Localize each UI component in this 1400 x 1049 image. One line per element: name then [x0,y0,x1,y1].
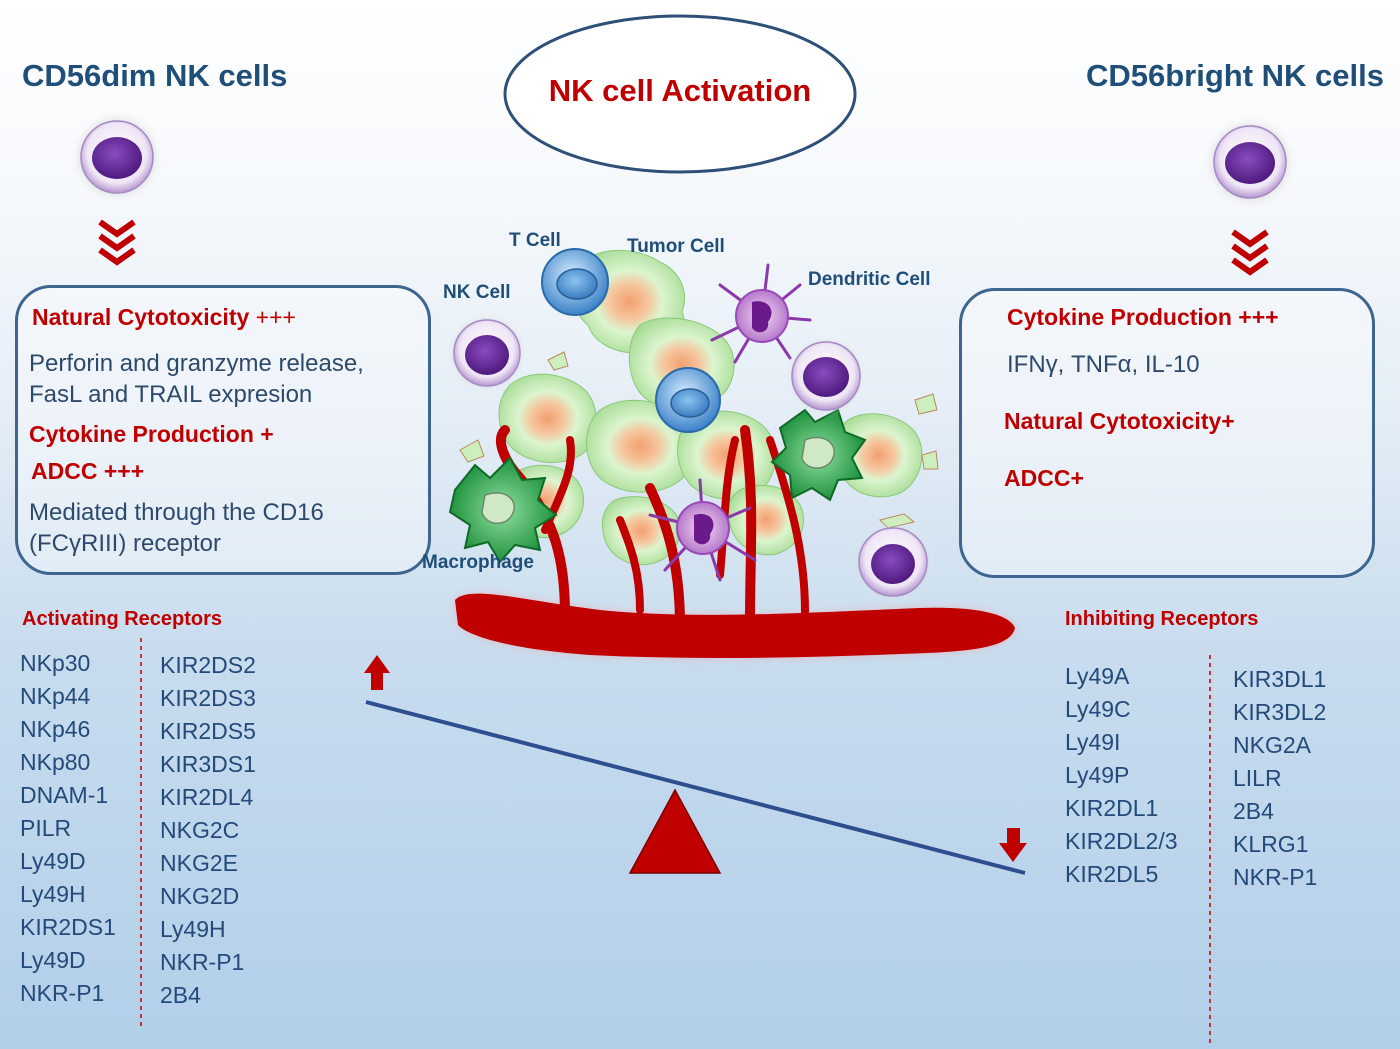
receptor-item: Ly49H [160,916,226,942]
perforin-line-2: FasL and TRAIL expresion [29,381,313,408]
receptor-item: NKG2D [160,883,240,909]
perforin-text: Perforin and granzyme release, FasL and … [29,348,364,410]
mediated-text: Mediated through the CD16 (FCγRIII) rece… [29,497,324,559]
t-cell-label: T Cell [509,230,561,251]
receptor-item: KIR3DL2 [1233,699,1327,725]
receptor-item: Ly49D [20,947,86,973]
receptor-item: Ly49D [20,848,86,874]
natural-cytotoxicity-label: Natural Cytotoxicity +++ [32,304,296,331]
receptor-item: NKp30 [20,650,91,676]
cd56dim-nk-cell-icon [69,109,165,205]
chevron-down-icon-right [1231,229,1269,276]
receptor-item: NKG2E [160,850,238,876]
page-title: NK cell Activation [548,73,812,108]
dendritic-cell-icon [710,263,812,364]
natural-cytotoxicity-label-right: Natural Cytotoxicity+ [1004,408,1235,434]
receptor-item: 2B4 [1233,798,1274,824]
receptor-item: KLRG1 [1233,831,1309,857]
receptor-item: NKp80 [20,749,91,775]
receptor-item: NKp46 [20,716,91,742]
receptor-item: KIR3DS1 [160,751,256,777]
blood-vessel [455,425,1015,658]
perforin-line-1: Perforin and granzyme release, [29,350,364,377]
receptor-item: KIR2DS1 [20,914,116,940]
receptor-item: KIR2DS3 [160,685,256,711]
tumor-cell-label: Tumor Cell [627,236,725,257]
receptor-item: NKR-P1 [20,980,105,1006]
receptor-item: KIR2DL1 [1065,795,1159,821]
chevron-down-icon-left [98,219,136,266]
cd56dim-function-box: Natural Cytotoxicity +++ Perforin and gr… [15,285,431,575]
dendritic-cell-label: Dendritic Cell [808,269,931,290]
nk-cell-label: NK Cell [443,282,511,303]
macrophage-label: Macrophage [422,552,534,573]
receptor-item: KIR3DL1 [1233,666,1327,692]
nk-cell-icon-2 [784,334,868,418]
mediated-line-2: (FCγRIII) receptor [29,530,222,557]
nk-cell-icon [445,311,529,395]
cd56bright-heading: CD56bright NK cells [1085,58,1384,93]
cd56bright-nk-cell-icon [1202,114,1298,210]
t-cell-icon-2 [655,367,721,433]
receptor-item: LILR [1233,765,1282,791]
adcc-label-right: ADCC+ [1004,465,1084,491]
receptor-item: Ly49C [1065,696,1131,722]
title-ellipse [503,14,857,174]
cytokine-production-label-right: Cytokine Production +++ [1007,304,1279,330]
receptor-item: Ly49A [1065,663,1130,689]
balance-fulcrum [628,788,722,874]
receptor-item: Ly49H [20,881,86,907]
cytokine-production-label: Cytokine Production + [29,421,274,447]
macrophage-icon [448,456,558,564]
arrow-down-icon [999,828,1027,862]
receptor-item: KIR2DS5 [160,718,256,744]
nk-cell-icon-3 [851,520,935,604]
dendritic-cell-icon-2 [648,478,757,582]
receptor-item: KIR2DL4 [160,784,254,810]
inhibiting-receptors-heading: Inhibiting Receptors [1065,608,1259,630]
arrow-up-icon [364,655,390,690]
receptor-item: KIR2DL5 [1065,861,1159,887]
receptor-item: NKG2A [1233,732,1311,758]
cd56dim-heading: CD56dim NK cells [22,58,288,93]
natural-cytotoxicity-text: Natural Cytotoxicity [32,304,250,330]
receptor-item: NKR-P1 [1233,864,1318,890]
adcc-label: ADCC +++ [31,458,145,484]
cd56bright-function-box: Cytokine Production +++ IFNγ, TNFα, IL-1… [959,288,1375,578]
receptor-item: KIR2DS2 [160,652,256,678]
receptor-item: PILR [20,815,72,841]
receptor-item: Ly49I [1065,729,1121,755]
balance-beam [365,700,1026,875]
t-cell-icon [541,248,609,316]
receptor-item: KIR2DL2/3 [1065,828,1178,854]
cytokines-list: IFNγ, TNFα, IL-10 [1007,351,1200,378]
natural-cytotoxicity-level: +++ [255,304,296,330]
receptor-item: NKp44 [20,683,91,709]
receptor-item: NKG2C [160,817,240,843]
receptor-item: DNAM-1 [20,782,109,808]
receptor-item: Ly49P [1065,762,1130,788]
receptor-item: 2B4 [160,982,201,1008]
receptor-item: NKR-P1 [160,949,245,975]
mediated-line-1: Mediated through the CD16 [29,499,324,526]
activating-receptors-heading: Activating Receptors [22,608,223,630]
